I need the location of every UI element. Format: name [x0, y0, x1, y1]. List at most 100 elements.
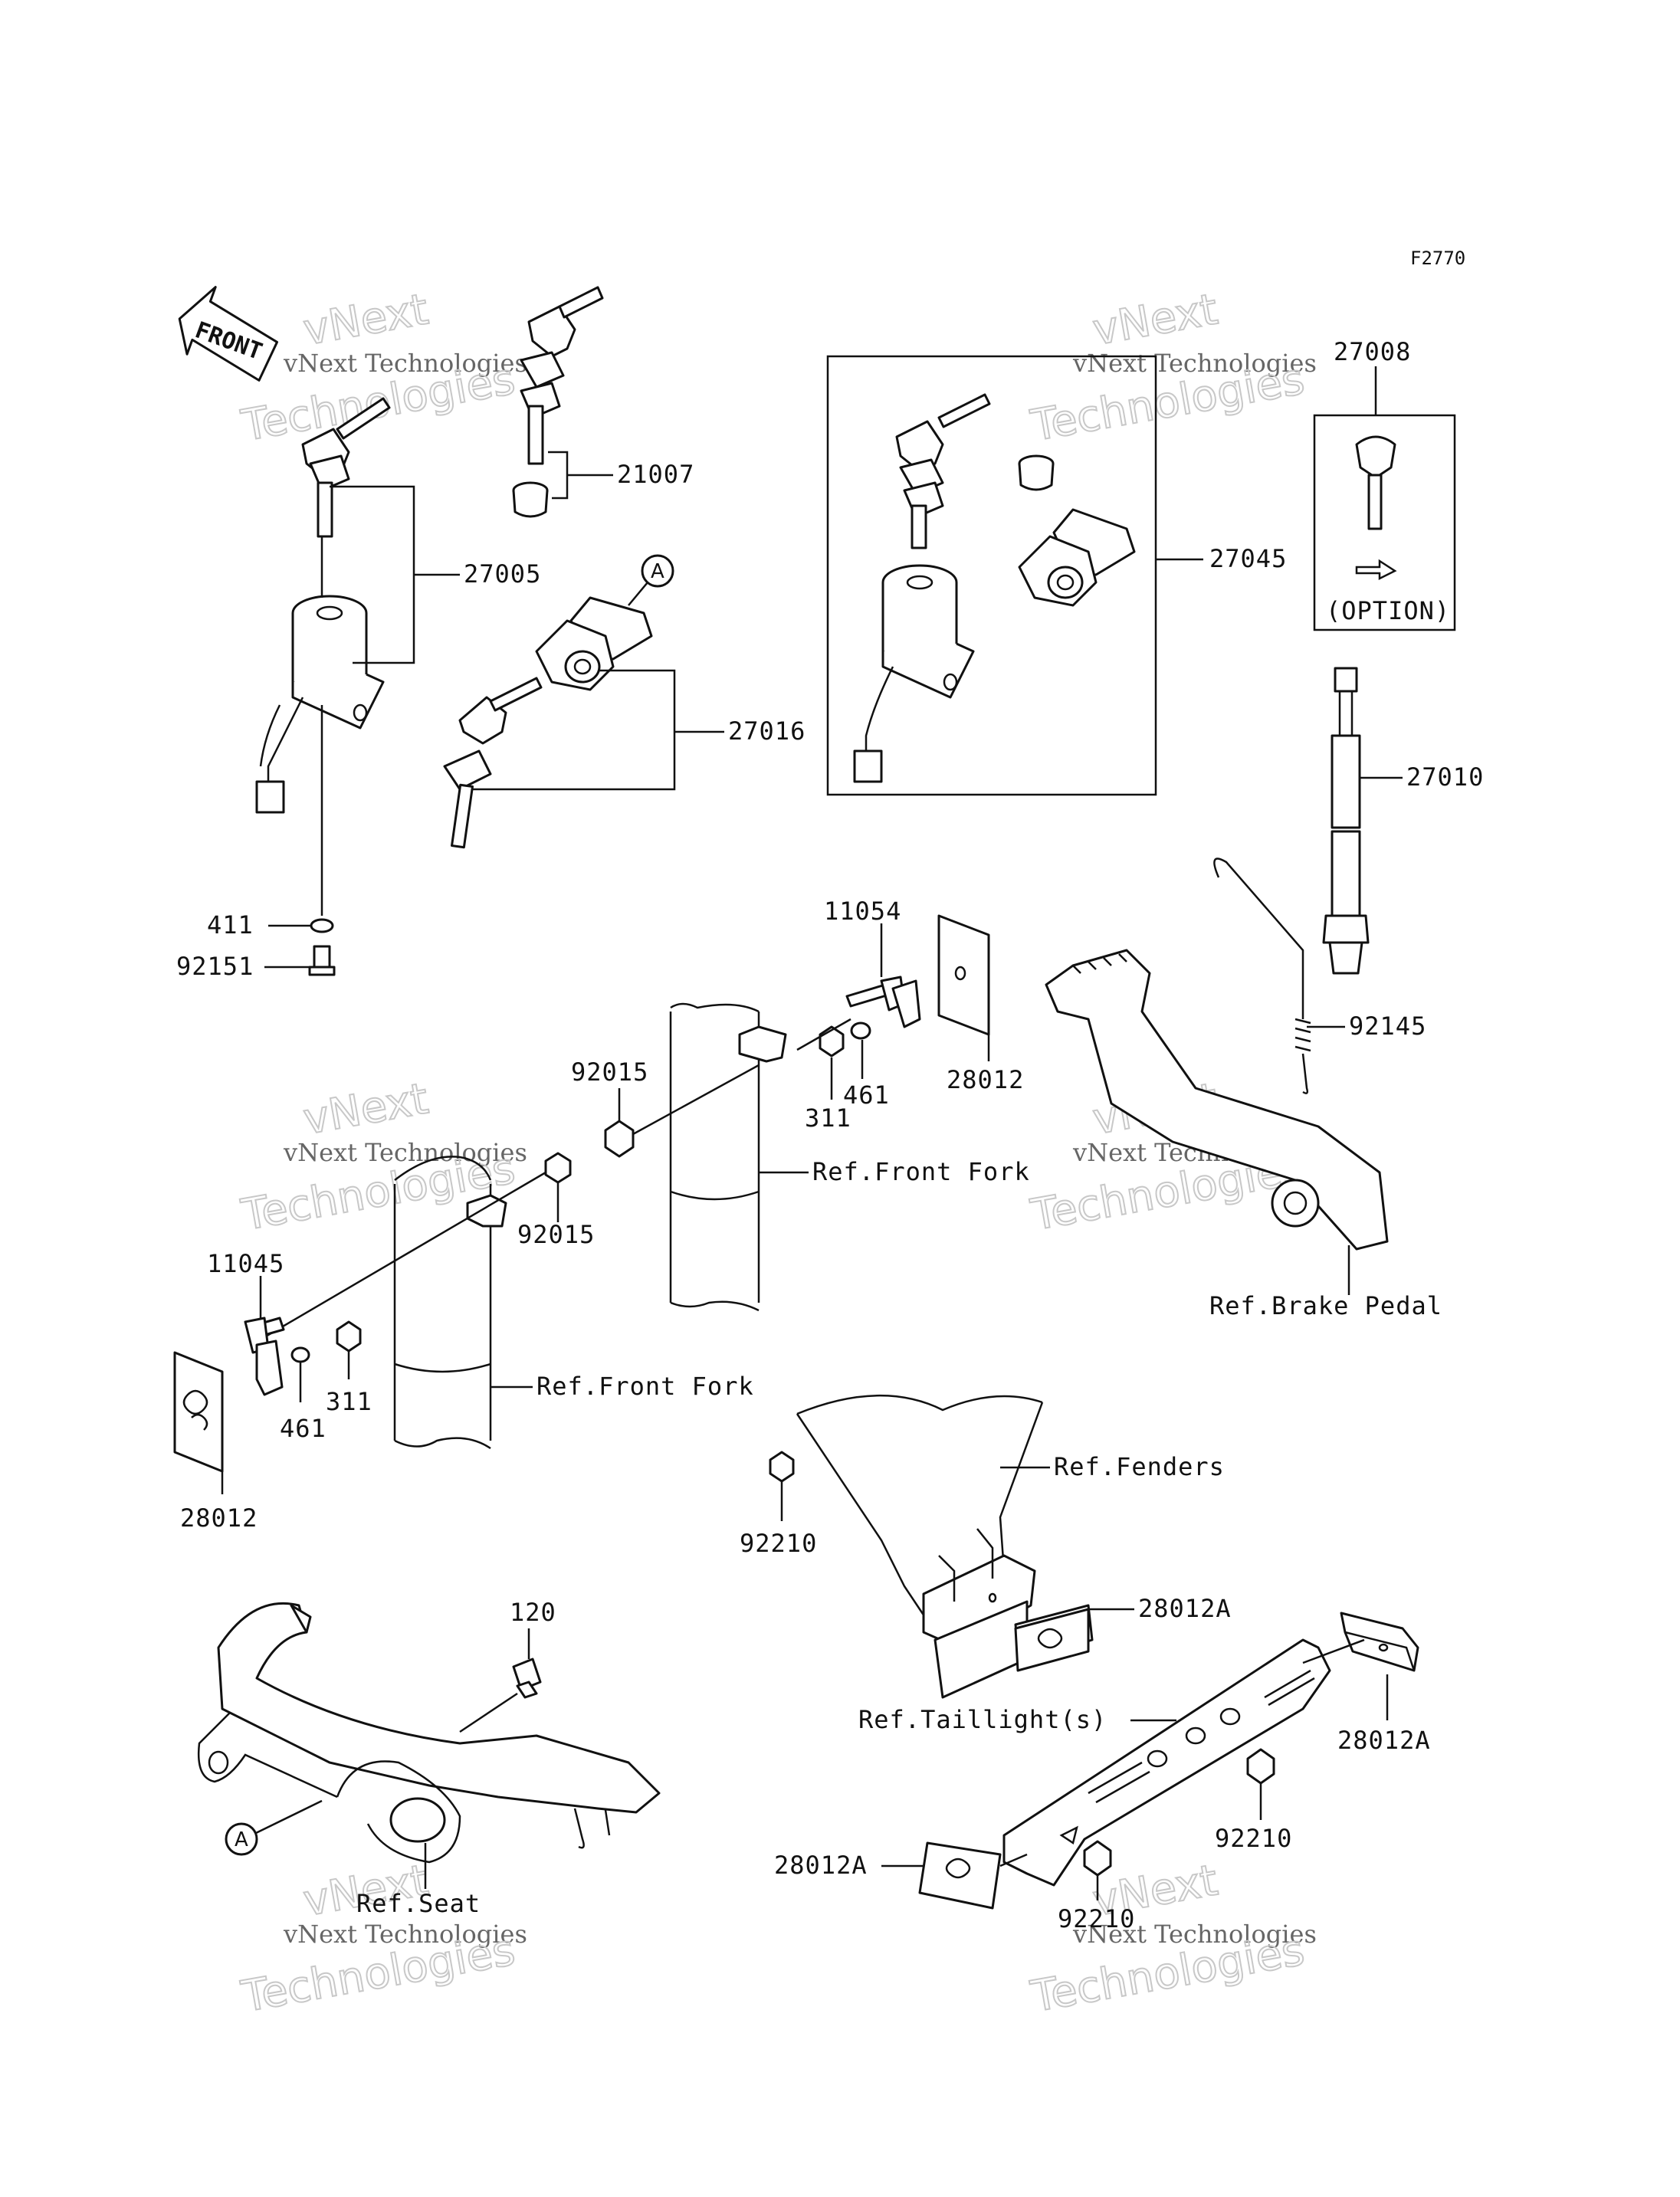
axis-line-top-2: [796, 1018, 851, 1051]
seat-lock-27016-icon: [535, 596, 653, 691]
fender-icon: [796, 1394, 1044, 1699]
reflector-28012A-a-icon: [1014, 1604, 1094, 1672]
axis-line-top: [632, 1064, 760, 1136]
axis-line-bolt-120: [459, 1692, 518, 1733]
part-28012-top: 28012: [947, 1065, 1024, 1094]
nut-92210-a-icon: [769, 1451, 795, 1483]
key-27045-icon: [895, 393, 991, 549]
ref-fenders: Ref.Fenders: [1054, 1452, 1225, 1481]
part-27005: 27005: [464, 559, 541, 589]
watermark-top-right: vNext vNext Technologies Technologies: [1026, 284, 1317, 452]
ref-front-fork-2: Ref.Front Fork: [536, 1372, 754, 1401]
part-27010: 27010: [1406, 762, 1484, 792]
front-fork-left-icon: [393, 1156, 507, 1450]
washer-461-bot-icon: [290, 1346, 310, 1363]
svg-text:vNext: vNext: [300, 1074, 431, 1144]
part-11045: 11045: [207, 1249, 284, 1278]
axis-line-mid: [264, 1171, 546, 1339]
part-92015-mid: 92015: [517, 1220, 595, 1249]
option-box-27008: [1313, 414, 1456, 631]
bracket-28012-bot-icon: [173, 1351, 224, 1473]
reflector-28012A-b-icon: [1340, 1612, 1419, 1672]
figure-code: F2770: [1410, 248, 1465, 269]
axis-line-reflector-b: [1302, 1638, 1365, 1664]
ref-taillights: Ref.Taillight(s): [858, 1705, 1107, 1734]
ref-seat: Ref.Seat: [356, 1889, 481, 1918]
svg-text:vNext: vNext: [1089, 284, 1221, 355]
part-27016: 27016: [728, 716, 806, 746]
nut-92015-mid-icon: [544, 1152, 572, 1184]
part-27008: 27008: [1334, 337, 1411, 366]
leader-21007-bracket: [548, 451, 569, 500]
part-411: 411: [207, 910, 254, 939]
bolt-11045-icon: [244, 1317, 285, 1396]
watermark-bottom-right: vNext vNext Technologies Technologies: [1026, 1854, 1317, 2023]
part-21007: 21007: [617, 460, 694, 489]
part-28012A-b: 28012A: [1337, 1726, 1431, 1755]
part-461-bot: 461: [280, 1414, 326, 1443]
washer-461-top-icon: [850, 1021, 871, 1040]
nut-92210-b-icon: [1246, 1748, 1275, 1785]
svg-text:vNext Technologies: vNext Technologies: [1072, 1920, 1317, 1949]
svg-text:vNext: vNext: [300, 284, 431, 355]
arrow-down-icon: [1355, 559, 1397, 581]
bracket-28012-top-icon: [937, 914, 990, 1036]
part-92210-b: 92210: [1215, 1824, 1292, 1853]
ref-front-fork-1: Ref.Front Fork: [812, 1157, 1030, 1186]
part-120: 120: [510, 1598, 556, 1627]
key-27016-icon: [443, 677, 543, 849]
watermark-bottom-left: vNext vNext Technologies Technologies: [237, 1854, 527, 2023]
ref-brake-pedal: Ref.Brake Pedal: [1209, 1291, 1442, 1320]
part-28012A-a: 28012A: [1138, 1594, 1232, 1623]
key-icon: [301, 397, 391, 538]
axis-line-reflector-c: [999, 1853, 1028, 1867]
ignition-switch-27045-icon: [853, 564, 975, 783]
circle-ref-a-bottom: A: [225, 1799, 323, 1856]
svg-text:vNext Technologies: vNext Technologies: [283, 1920, 527, 1949]
set-27045-box: [826, 355, 1157, 796]
part-28012A-c: 28012A: [774, 1851, 868, 1880]
spring-92145-icon: [1213, 857, 1311, 1094]
part-92015-top: 92015: [571, 1058, 648, 1087]
brake-pedal-icon: [1045, 949, 1389, 1251]
bolt-120-icon: [512, 1658, 542, 1699]
nut-92015-top-icon: [604, 1120, 635, 1158]
circle-ref-a-top: A: [628, 554, 674, 606]
washer-411-icon: [310, 918, 334, 933]
svg-text:vNext Technologies: vNext Technologies: [283, 1138, 527, 1167]
reflector-28012A-c-icon: [918, 1841, 1002, 1910]
leader-27016-bracket: [471, 669, 676, 791]
cap-21007-icon: [512, 481, 549, 518]
taillight-bracket-icon: [1002, 1638, 1331, 1887]
nut-311-bot-icon: [336, 1320, 362, 1353]
svg-text:A: A: [235, 1828, 248, 1851]
screw-92151-icon: [308, 945, 336, 976]
seat-grab-rail-icon: [198, 1602, 661, 1864]
svg-text:vNext Technologies: vNext Technologies: [1072, 349, 1317, 378]
seat-lock-27045-icon: [1018, 508, 1136, 607]
watermark-top-left: vNext vNext Technologies Technologies: [237, 284, 527, 452]
bolt-11054-icon: [845, 976, 921, 1028]
part-11054: 11054: [824, 897, 901, 926]
svg-text:vNext Technologies: vNext Technologies: [283, 349, 527, 378]
front-fork-right-icon: [669, 1002, 787, 1312]
part-92145: 92145: [1349, 1012, 1426, 1041]
part-92151: 92151: [176, 952, 254, 981]
part-461-top: 461: [843, 1080, 890, 1110]
part-311-bot: 311: [326, 1387, 372, 1416]
part-92210-a: 92210: [740, 1529, 817, 1558]
part-92210-c: 92210: [1058, 1904, 1135, 1933]
front-arrow-icon: FRONT: [178, 286, 279, 382]
key-27008-icon: [1355, 435, 1396, 530]
key-21007-icon: [520, 286, 604, 465]
nut-92210-c-icon: [1083, 1840, 1112, 1877]
part-28012-bot: 28012: [180, 1503, 258, 1533]
ignition-switch-icon: [255, 595, 385, 814]
cap-27045-icon: [1018, 454, 1055, 491]
switch-27010-icon: [1322, 667, 1370, 975]
svg-text:A: A: [651, 560, 664, 583]
part-311-top: 311: [805, 1103, 851, 1133]
option-label: (OPTION): [1326, 596, 1450, 625]
part-27045: 27045: [1209, 544, 1287, 573]
